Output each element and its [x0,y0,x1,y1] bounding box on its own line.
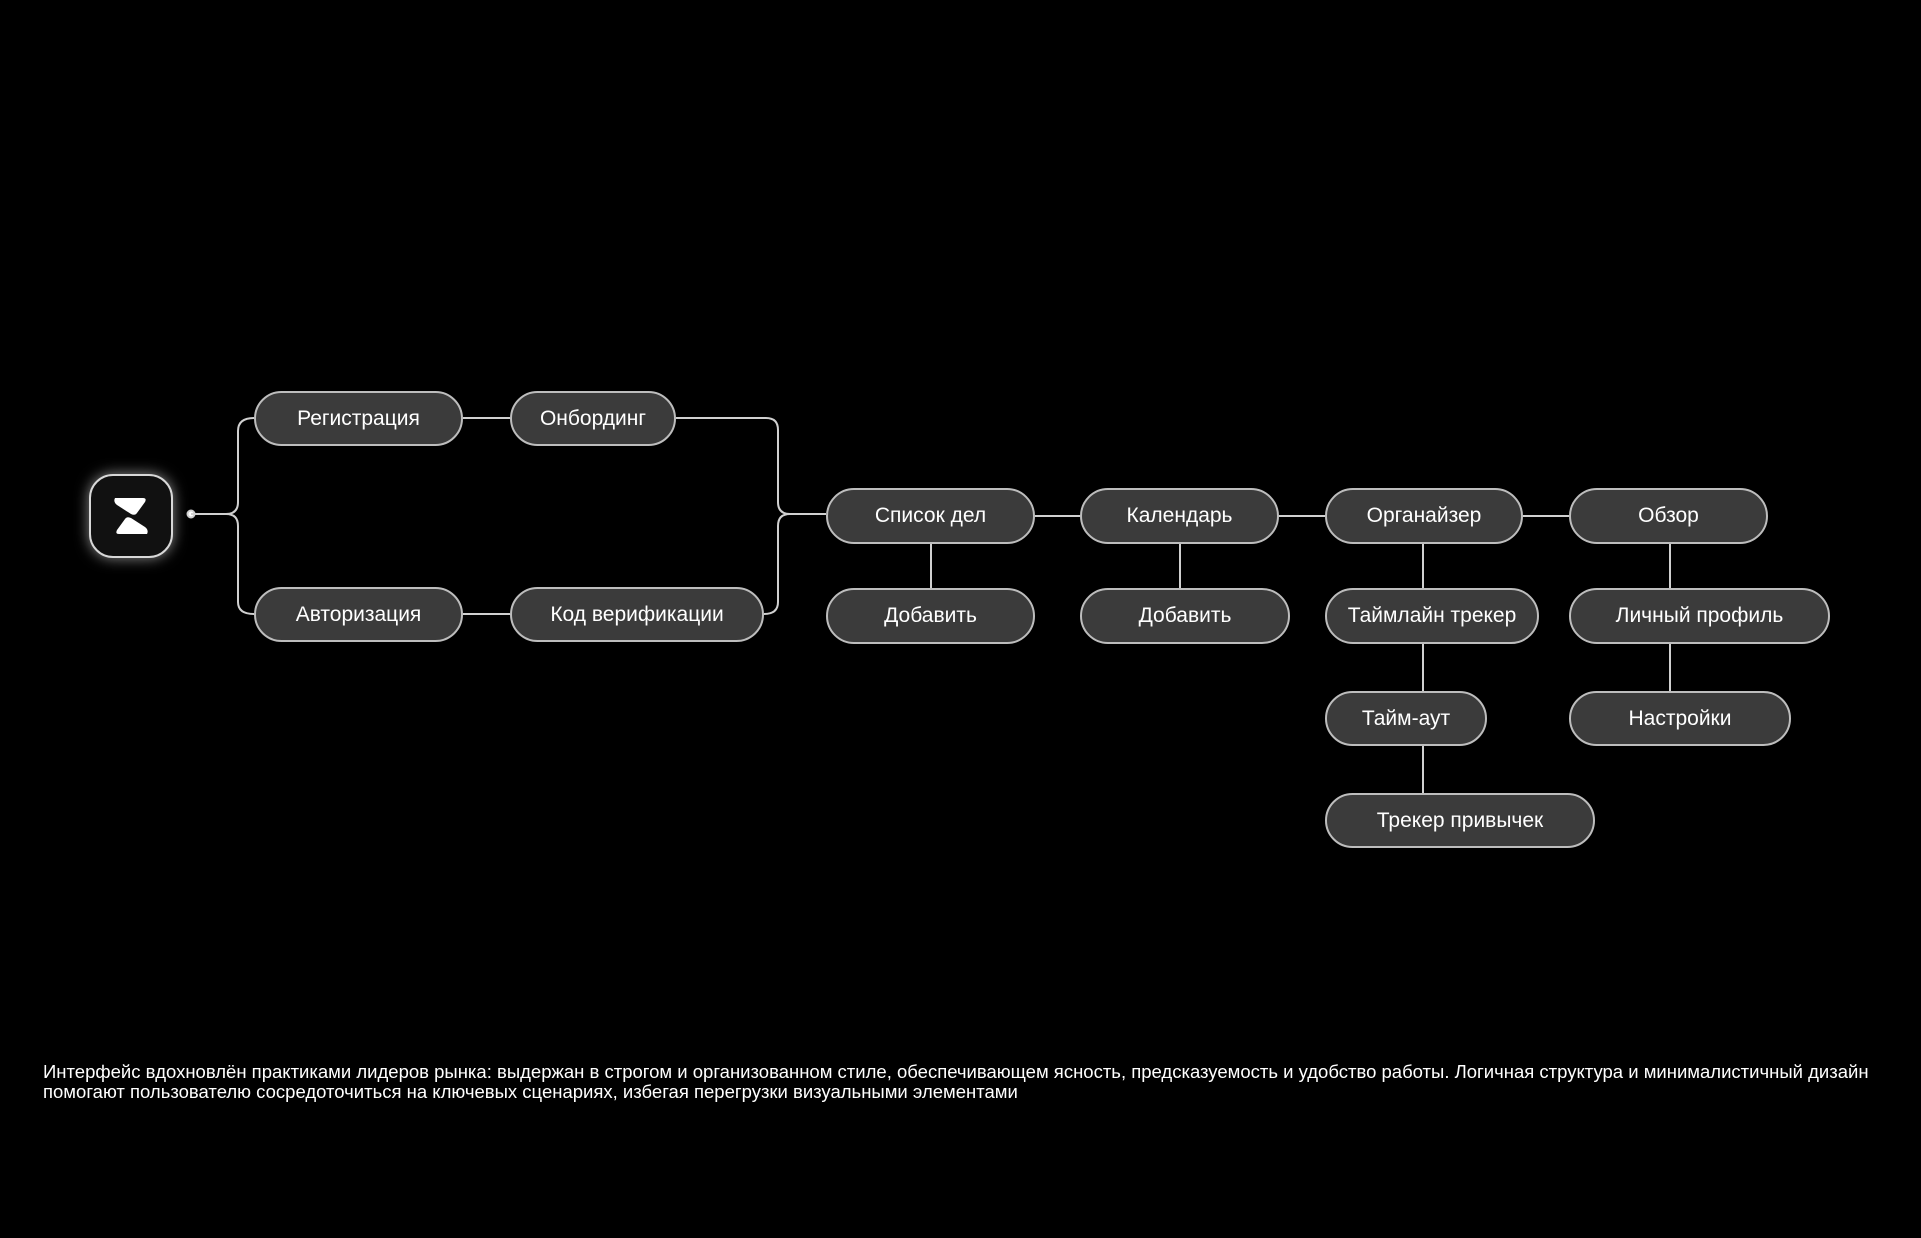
node-profile[interactable]: Личный профиль [1569,588,1830,644]
link-onboarding-todo [676,417,826,515]
link-start-registration [191,417,255,515]
node-todo-list[interactable]: Список дел [826,488,1035,544]
caption-text: Интерфейс вдохновлён практиками лидеров … [43,1061,1869,1102]
node-onboarding[interactable]: Онбординг [510,391,676,446]
app-logo[interactable] [89,474,173,558]
node-verification-code[interactable]: Код верификации [510,587,764,642]
hourglass-z-logo-icon [114,498,148,534]
node-todo-add[interactable]: Добавить [826,588,1035,644]
node-calendar-add[interactable]: Добавить [1080,588,1290,644]
node-habit-tracker[interactable]: Трекер привычек [1325,793,1595,848]
node-timeline-tracker[interactable]: Таймлайн трекер [1325,588,1539,644]
link-start-authorization [225,513,255,615]
node-registration[interactable]: Регистрация [254,391,463,446]
link-verification-todo [763,513,791,615]
node-timeout[interactable]: Тайм-аут [1325,691,1487,746]
node-settings[interactable]: Настройки [1569,691,1791,746]
node-organizer[interactable]: Органайзер [1325,488,1523,544]
node-authorization[interactable]: Авторизация [254,587,463,642]
node-overview[interactable]: Обзор [1569,488,1768,544]
node-calendar[interactable]: Календарь [1080,488,1279,544]
